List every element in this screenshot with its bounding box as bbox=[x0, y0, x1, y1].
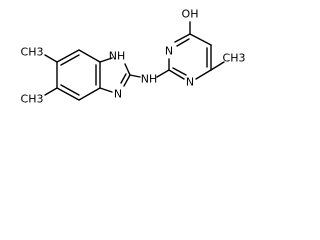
bond-c7-c6 bbox=[56, 49, 80, 63]
bond-n1-c2 bbox=[168, 69, 185, 80]
label-oh: OH bbox=[182, 8, 199, 21]
label-ch3-pyrimidine: CH3 bbox=[223, 52, 246, 65]
label-n-pyrimidine-lower: N bbox=[186, 76, 194, 89]
bond-c7-c6-double bbox=[60, 54, 80, 66]
bond-c5-ch3 bbox=[44, 87, 58, 96]
bond-imc2-n-double bbox=[120, 73, 127, 84]
bond-c7a-c7 bbox=[78, 49, 101, 63]
bond-n3-c4 bbox=[174, 33, 191, 43]
bond-c6-ch3 bbox=[44, 54, 58, 63]
bond-n3-c4-double bbox=[176, 38, 190, 47]
chemical-structure: OH N N CH3 NH NH N CH3 CH3 bbox=[21, 8, 246, 106]
label-n-imidazole: N bbox=[114, 88, 122, 101]
bond-n1-c2-double bbox=[172, 67, 187, 76]
bond-nh-c7a bbox=[99, 57, 113, 63]
bond-c6-ch3 bbox=[210, 61, 225, 71]
bond-imc2-n bbox=[123, 74, 131, 87]
label-nh-linker: NH bbox=[141, 73, 158, 86]
bond-c4-c5 bbox=[189, 33, 212, 46]
atom-labels: OH N N CH3 NH NH N CH3 CH3 bbox=[21, 8, 246, 106]
bond-nh-imc2 bbox=[129, 74, 141, 78]
label-n-pyrimidine-upper: N bbox=[165, 45, 173, 58]
bond-c5-c4-double bbox=[60, 84, 80, 96]
bond-c5-c4 bbox=[56, 87, 80, 101]
bonds bbox=[44, 21, 225, 101]
bond-c4-c3a bbox=[78, 87, 101, 101]
bond-c2-nh bbox=[156, 69, 170, 78]
label-ch3-benzene-lower: CH3 bbox=[21, 93, 44, 106]
label-ch3-benzene-upper: CH3 bbox=[21, 46, 44, 59]
bond-c6-n1 bbox=[195, 69, 212, 80]
bond-imc2-nh bbox=[124, 63, 131, 76]
label-nh-imidazole: NH bbox=[109, 50, 126, 63]
bond-n-c3a bbox=[99, 87, 113, 93]
